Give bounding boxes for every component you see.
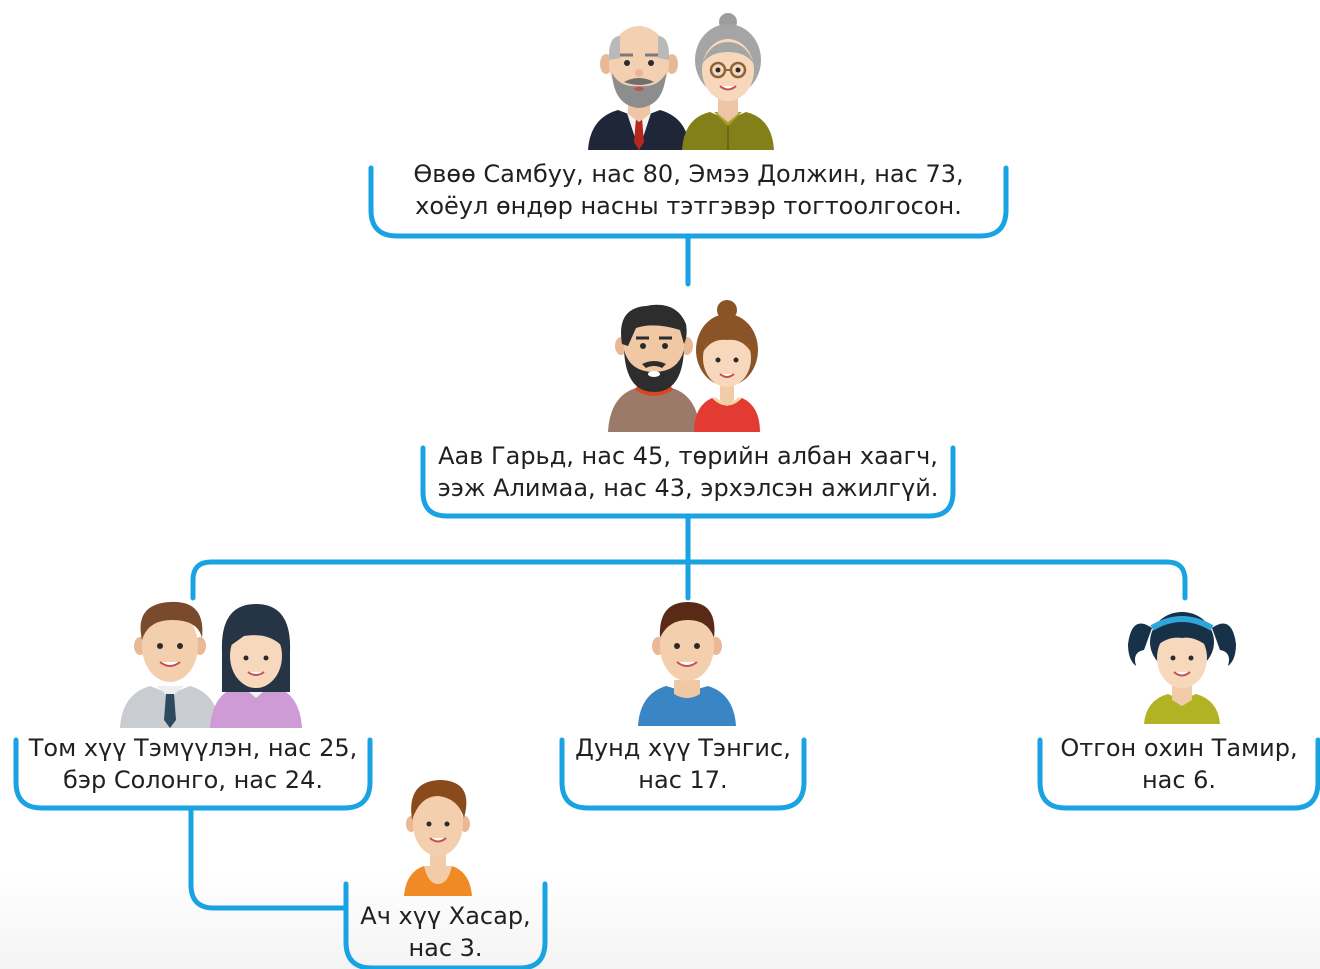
eldest-son-icon (120, 601, 220, 728)
grandparents-line-2: хоёул өндөр насны тэтгэвэр тогтоолгосон. (415, 192, 962, 220)
grandson-caption: Ач хүү Хасар, нас 3. (346, 900, 545, 964)
eldest-son-caption: Том хүү Тэмүүлэн, нас 25, бэр Солонго, н… (16, 732, 370, 796)
grandson-line-2: нас 3. (408, 934, 483, 962)
middle-son-frame (559, 737, 807, 811)
youngest-daughter-line-2: нас 6. (1141, 766, 1217, 794)
grandmother-icon (682, 13, 774, 150)
youngest-daughter-caption: Отгон охин Тамир, нас 6. (1040, 732, 1318, 796)
youngest-daughter-line-1: Отгон охин Тамир, (1060, 734, 1298, 762)
grandparents-caption: Өвөө Самбуу, нас 80, Эмээ Должин, нас 73… (371, 158, 1006, 222)
grandson-frame (343, 881, 548, 969)
parents-caption: Аав Гарьд, нас 45, төрийн албан хаагч, э… (423, 440, 953, 504)
middle-son-line-2: нас 17. (638, 766, 728, 794)
mother-icon (694, 300, 760, 432)
grandparents-line-1: Өвөө Самбуу, нас 80, Эмээ Должин, нас 73… (413, 160, 964, 188)
parents-line-2: ээж Алимаа, нас 43, эрхэлсэн ажилгүй. (437, 474, 939, 502)
eldest-son-line-1: Том хүү Тэмүүлэн, нас 25, (28, 734, 358, 762)
parents-line-1: Аав Гарьд, нас 45, төрийн албан хаагч, (438, 442, 938, 470)
grandson-line-1: Ач хүү Хасар, (360, 902, 531, 930)
father-icon (608, 304, 700, 432)
youngest-daughter-icon (1128, 612, 1236, 724)
eldest-son-frame (13, 737, 373, 811)
children-branch-line (190, 559, 1188, 601)
middle-son-caption: Дунд хүү Тэнгис, нас 17. (562, 732, 804, 796)
eldest-son-to-grandson-line (188, 807, 349, 911)
middle-son-icon (638, 602, 736, 726)
daughter-in-law-icon (210, 604, 302, 728)
middle-son-line-1: Дунд хүү Тэнгис, (575, 734, 791, 762)
youngest-daughter-frame (1037, 737, 1320, 811)
eldest-son-line-2: бэр Солонго, нас 24. (63, 766, 323, 794)
grandfather-icon (588, 26, 690, 150)
grandson-icon (404, 780, 472, 896)
